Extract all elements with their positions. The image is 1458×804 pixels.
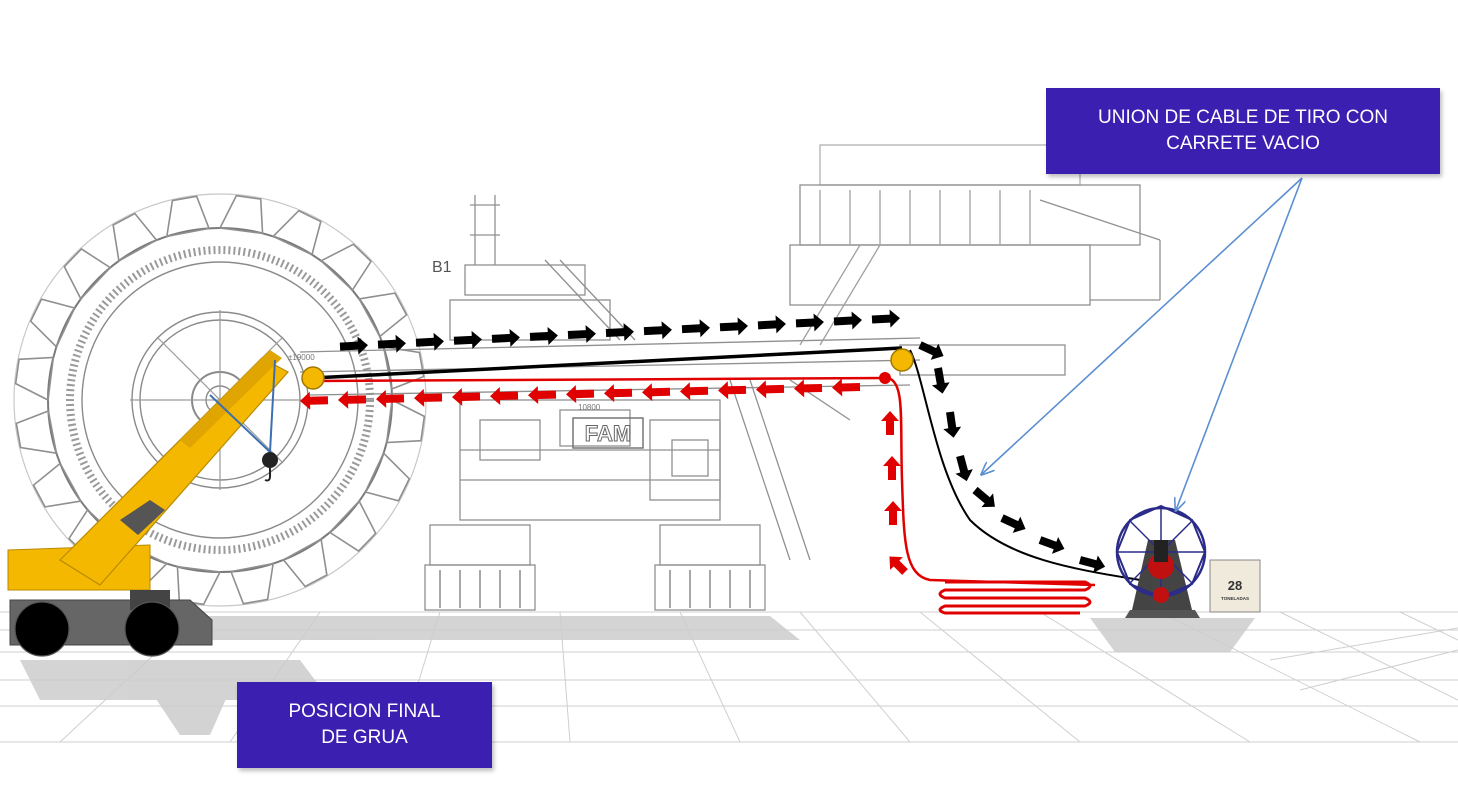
- wheel-bucket: [112, 212, 158, 263]
- return-up-arrow: [889, 556, 908, 575]
- ground-shadows: [20, 616, 1255, 735]
- pull-drop-arrow: [918, 341, 944, 360]
- return-direction-arrows: [300, 378, 861, 410]
- pull-arrow: [529, 327, 558, 345]
- mobile-crane: [7, 350, 289, 657]
- pull-arrow: [719, 317, 748, 336]
- wheel-bucket: [63, 247, 112, 301]
- pull-drop-arrow: [1000, 514, 1026, 533]
- brand-label: FAM: [585, 421, 631, 446]
- callout-crane-line1: POSICION FINAL: [288, 701, 441, 723]
- crane-wheel-front: [14, 601, 70, 657]
- pull-arrow: [605, 323, 634, 342]
- pull-arrow: [567, 325, 596, 344]
- brand-plate: FAM: [572, 417, 644, 449]
- return-arrow: [414, 388, 443, 407]
- callout-pointer-lines: [982, 177, 1303, 510]
- pulley-left: [301, 366, 325, 390]
- pull-arrow: [757, 315, 786, 334]
- wheel-bucket: [229, 562, 275, 605]
- return-cable: [311, 376, 1096, 587]
- return-arrow: [452, 387, 481, 406]
- return-arrow: [832, 378, 861, 397]
- callout-reel-line1: UNION DE CABLE DE TIRO CON: [1098, 107, 1388, 129]
- return-arrow: [528, 386, 557, 405]
- wheel-bucket: [29, 298, 76, 349]
- weight-block: 28 TONELADAS: [1209, 559, 1261, 613]
- pull-cable-drop: [909, 349, 1141, 581]
- pulley-right: [890, 348, 914, 372]
- dimension-label-mid: 10800: [578, 403, 601, 412]
- wheel-bucket: [14, 356, 55, 402]
- pull-arrow: [871, 309, 900, 328]
- pull-drop-arrow: [931, 367, 950, 394]
- pull-drop-arrows: [918, 341, 1106, 573]
- wheel-bucket: [271, 209, 322, 256]
- pull-arrow: [377, 334, 406, 353]
- pull-arrow: [643, 321, 672, 340]
- callout-crane-line2: DE GRUA: [321, 727, 408, 748]
- return-arrow: [490, 386, 519, 405]
- return-arrow: [756, 380, 785, 399]
- red-guide-pulley: [879, 372, 891, 384]
- return-arrow: [642, 383, 671, 402]
- pull-arrow: [833, 311, 862, 330]
- crane-wheel-rear: [124, 601, 180, 657]
- weight-unit: TONELADAS: [1221, 596, 1249, 601]
- return-up-arrow: [883, 456, 901, 480]
- pull-arrow: [415, 332, 444, 351]
- return-up-arrows: [881, 411, 908, 575]
- return-arrow: [794, 379, 823, 398]
- pull-drop-arrow: [1038, 536, 1065, 554]
- wheel-bucket: [357, 292, 408, 338]
- pull-drop-arrow: [955, 454, 973, 482]
- excavator-drawing: [299, 144, 1161, 611]
- wheel-bucket: [165, 195, 211, 238]
- pull-cable: [311, 346, 903, 380]
- pull-arrow: [795, 313, 824, 332]
- return-arrow: [338, 390, 367, 409]
- pull-drop-arrow: [972, 486, 995, 508]
- pull-arrow: [339, 336, 368, 355]
- pull-arrow: [681, 319, 710, 338]
- pull-arrow: [491, 328, 520, 347]
- wheel-bucket: [32, 462, 83, 508]
- cable-reel: [1115, 504, 1207, 618]
- cable-coil: [938, 580, 1092, 615]
- return-arrow: [680, 382, 709, 401]
- pull-drop-arrow: [943, 411, 962, 438]
- callout-crane-final-position: POSICION FINAL DE GRUA: [237, 682, 492, 768]
- weight-value: 28: [1228, 578, 1242, 593]
- wheel-bucket: [15, 409, 58, 455]
- return-up-arrow: [884, 501, 902, 525]
- return-arrow: [376, 389, 405, 408]
- return-arrow: [566, 385, 595, 404]
- wheel-bucket: [319, 243, 373, 292]
- drawing-label-b1: B1: [432, 259, 452, 276]
- return-arrow: [604, 384, 633, 403]
- return-up-arrow: [881, 411, 899, 435]
- wheel-bucket: [385, 398, 426, 444]
- wheel-bucket: [282, 537, 328, 588]
- pull-direction-arrows: [339, 309, 900, 355]
- wheel-bucket: [218, 194, 264, 235]
- dimension-label-left: ±19000: [288, 353, 315, 362]
- callout-reel-line2: CARRETE VACIO: [1166, 133, 1320, 154]
- pull-drop-arrow: [1078, 555, 1106, 573]
- return-arrow: [300, 391, 329, 410]
- crane-hook-block: [262, 452, 278, 468]
- wheel-bucket: [328, 499, 377, 553]
- return-arrow: [718, 381, 747, 400]
- pull-arrow: [453, 330, 482, 349]
- callout-cable-reel-union: UNION DE CABLE DE TIRO CON CARRETE VACIO: [1046, 88, 1440, 174]
- wheel-bucket: [364, 451, 411, 502]
